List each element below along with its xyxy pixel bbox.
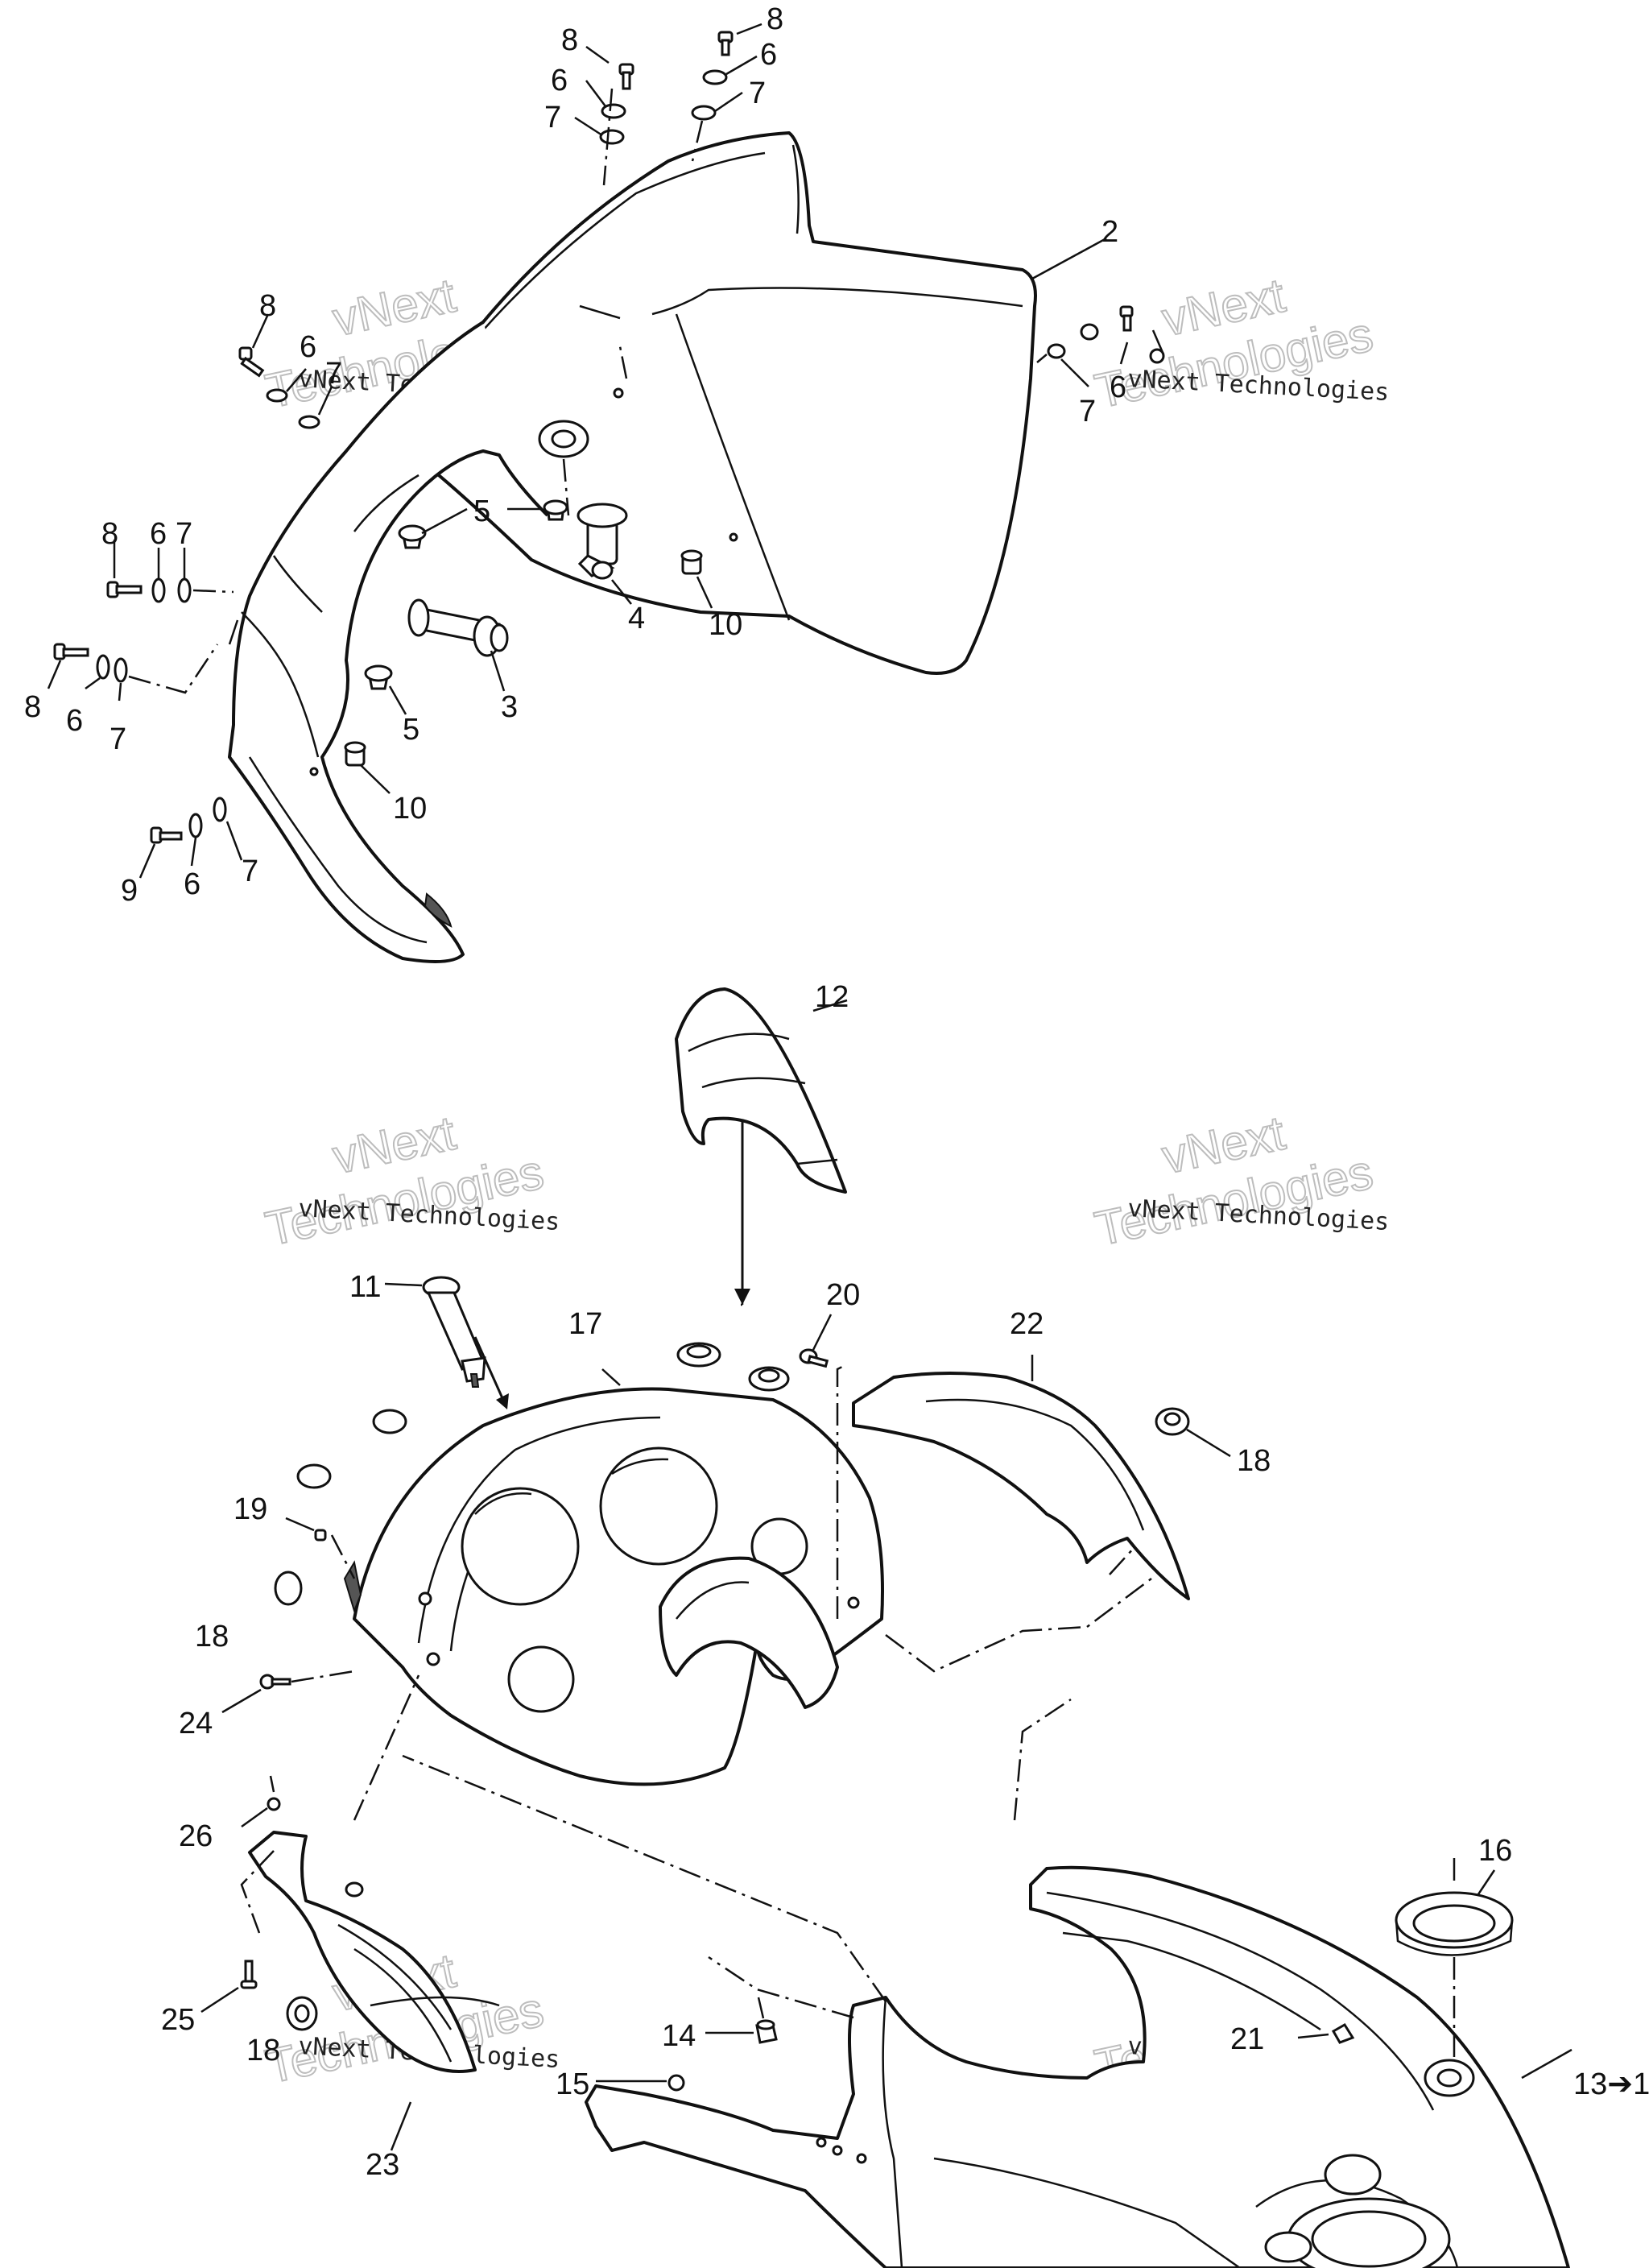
fastener-stacks <box>53 31 1165 844</box>
callout-24: 24 <box>179 1707 213 1740</box>
callout-8-upper-left: 8 <box>259 289 276 323</box>
callout-18-left: 18 <box>195 1620 229 1653</box>
small-screws-windshield <box>309 387 738 776</box>
callout-labels: 8 6 7 8 6 7 2 8 6 7 6 7 5 8 6 7 4 10 3 8… <box>24 2 1649 2182</box>
part-5-rivets <box>364 499 568 690</box>
part-16-ring <box>1395 1852 1514 2062</box>
instrument-panel-outline <box>353 1387 884 1786</box>
callout-8-top-right: 8 <box>767 2 783 36</box>
fasteners-14-15-21 <box>596 1997 1355 2092</box>
callout-26: 26 <box>179 1819 213 1853</box>
callout-9: 9 <box>121 874 138 908</box>
side-fairing-upper <box>228 321 549 963</box>
callout-18-bottom: 18 <box>246 2034 280 2067</box>
side-fairing-outline <box>228 321 549 963</box>
part-11-connector <box>384 1276 486 1388</box>
trim-23-outline <box>248 1831 477 2073</box>
fasteners-25-26 <box>200 1775 281 2013</box>
part-13-body <box>402 1698 1573 2268</box>
callout-10-lower: 10 <box>393 792 427 826</box>
callout-7-mid-left: 7 <box>176 517 192 551</box>
callout-20: 20 <box>826 1278 860 1312</box>
callout-2: 2 <box>1101 215 1118 249</box>
part-23-trim <box>240 1674 500 2151</box>
callout-10-upper: 10 <box>709 608 742 642</box>
windshield-outline <box>417 131 1037 675</box>
callout-22: 22 <box>1010 1307 1044 1341</box>
callout-8-mid-left: 8 <box>101 517 118 551</box>
part-17-instrument-panel <box>343 1336 1152 1786</box>
panel-grommets <box>274 1342 1190 2031</box>
part-10-nuts <box>344 549 703 767</box>
callout-15: 15 <box>556 2067 589 2101</box>
callout-18-right: 18 <box>1237 1444 1271 1478</box>
part-3-mount <box>407 598 509 657</box>
callout-12: 12 <box>815 980 849 1014</box>
callout-6-mid-left: 6 <box>150 517 167 551</box>
callout-25: 25 <box>161 2003 195 2037</box>
callout-8-top-left: 8 <box>561 23 578 57</box>
callout-6-bottom-left: 6 <box>184 867 200 901</box>
callout-7-top-left: 7 <box>544 101 561 135</box>
windshield-part <box>417 131 1037 675</box>
small-screws-panel <box>221 1314 833 1714</box>
callout-19: 19 <box>234 1492 267 1526</box>
callout-7-right: 7 <box>1079 395 1096 428</box>
callout-4: 4 <box>628 602 645 635</box>
callout-5-lower: 5 <box>403 713 419 747</box>
callout-7-bottom-left: 7 <box>242 855 258 888</box>
callout-7-upper-left: 7 <box>325 357 342 391</box>
callout-8-lower-left: 8 <box>24 690 41 724</box>
callout-3: 3 <box>501 690 518 724</box>
callout-5-upper: 5 <box>473 495 490 528</box>
callout-13: 13➔1 <box>1573 2067 1649 2101</box>
callout-21: 21 <box>1230 2022 1264 2056</box>
top-leader-lines <box>47 23 1165 879</box>
callout-16: 16 <box>1478 1834 1512 1868</box>
callout-6-right: 6 <box>1110 370 1126 404</box>
callout-7-lower-left: 7 <box>110 722 126 756</box>
callout-23: 23 <box>366 2148 399 2182</box>
callout-6-upper-left: 6 <box>300 330 316 364</box>
body-13-outline <box>585 1865 1570 2268</box>
windshield-grommet <box>538 420 589 458</box>
callout-6-top-right: 6 <box>760 38 777 72</box>
callout-14: 14 <box>662 2019 696 2053</box>
callout-6-lower-left: 6 <box>66 704 83 738</box>
trim-22-outline <box>852 1372 1190 1600</box>
part-4-post <box>577 503 628 580</box>
callout-11: 11 <box>349 1270 381 1304</box>
callout-7-top-right: 7 <box>749 77 766 110</box>
callout-6-top-left: 6 <box>551 64 568 97</box>
part-12-cover <box>675 987 848 1306</box>
callout-17: 17 <box>568 1307 602 1341</box>
part-22-trim <box>852 1355 1231 1600</box>
